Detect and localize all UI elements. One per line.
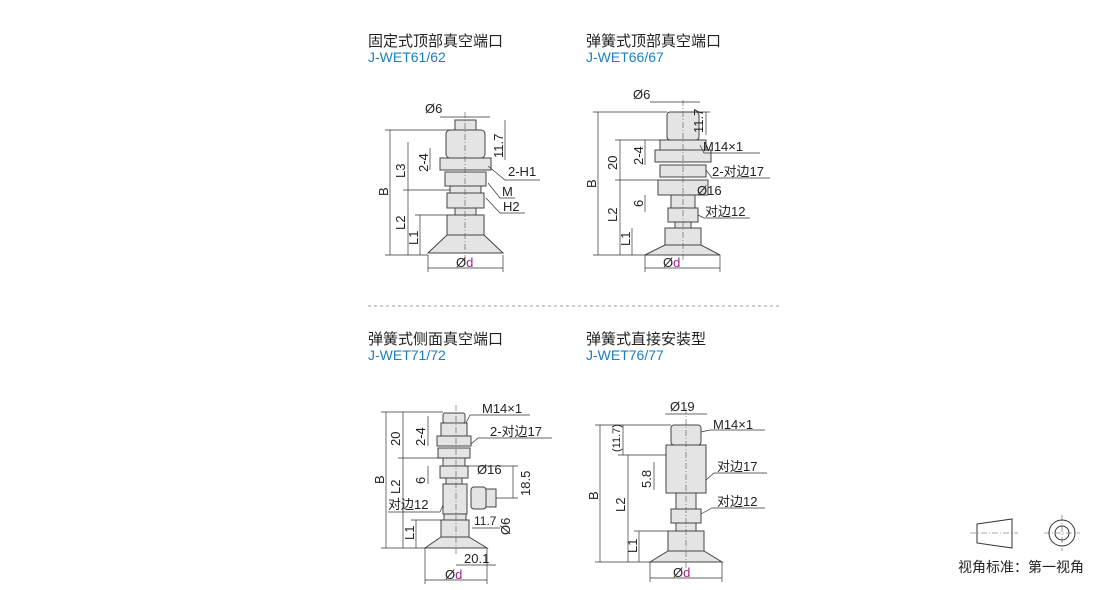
projection-standard-label: 视角标准：第一视角 bbox=[958, 559, 1084, 575]
dim-label: Ø16 bbox=[697, 183, 722, 198]
diameter-d-label: Ød bbox=[445, 567, 462, 582]
suction-cup-drawing bbox=[593, 100, 770, 272]
dim-label: 6 bbox=[413, 477, 428, 484]
diagram-title: 弹簧式侧面真空端口 bbox=[368, 330, 503, 348]
dim-label: 对边17 bbox=[717, 459, 757, 474]
suction-cup-drawing bbox=[595, 408, 767, 582]
dim-label: L2 bbox=[605, 208, 620, 222]
diagram-j-wet71: 弹簧式侧面真空端口 J-WET71/72 bbox=[368, 330, 552, 584]
diameter-d-label: Ød bbox=[663, 255, 680, 270]
diagram-j-wet76: 弹簧式直接安装型 J-WET76/77 bbox=[586, 331, 767, 582]
dim-label: L2 bbox=[388, 480, 403, 494]
dim-label: 2-对边17 bbox=[712, 164, 764, 179]
dim-label: Ø19 bbox=[670, 399, 695, 414]
dim-label: L3 bbox=[393, 164, 408, 178]
dim-label: Ø6 bbox=[498, 518, 513, 535]
diameter-d-label: Ød bbox=[456, 255, 473, 270]
dim-label: 6 bbox=[631, 200, 646, 207]
dim-label: (11.7) bbox=[611, 424, 623, 452]
dim-label: Ø6 bbox=[633, 87, 650, 102]
dim-label: M14×1 bbox=[703, 139, 743, 154]
dim-label: 对边12 bbox=[717, 494, 757, 509]
diagram-title: 弹簧式顶部真空端口 bbox=[586, 32, 721, 50]
diagram-code: J-WET76/77 bbox=[586, 347, 664, 363]
diagram-code: J-WET66/67 bbox=[586, 49, 664, 65]
dim-label: 20.1 bbox=[464, 551, 489, 566]
diagram-j-wet66: 弹簧式顶部真空端口 J-WET66/67 bbox=[584, 32, 770, 272]
dim-label: M bbox=[502, 184, 513, 199]
dim-label: M14×1 bbox=[482, 401, 522, 416]
dim-label: B bbox=[586, 491, 601, 500]
dim-label: Ø16 bbox=[477, 462, 502, 477]
dim-label: L1 bbox=[402, 526, 417, 540]
dim-label: 11.7 bbox=[491, 134, 506, 158]
diagram-code: J-WET61/62 bbox=[368, 49, 446, 65]
first-angle-projection-icon bbox=[970, 515, 1080, 551]
dim-label: 2-对边17 bbox=[490, 424, 542, 439]
dim-label: 2-4 bbox=[631, 146, 646, 165]
dim-label: 2-H1 bbox=[508, 164, 536, 179]
dim-label: Ø6 bbox=[425, 101, 442, 116]
suction-cup-drawing bbox=[381, 405, 552, 584]
dim-label: 20 bbox=[605, 156, 620, 170]
dim-label: H2 bbox=[503, 199, 520, 214]
dim-label: L1 bbox=[625, 539, 640, 553]
dim-label: 11.7 bbox=[474, 514, 497, 528]
dim-label: B bbox=[584, 179, 599, 188]
suction-cup-drawing bbox=[385, 112, 540, 272]
diagram-title: 固定式顶部真空端口 bbox=[368, 32, 503, 50]
dim-label: L2 bbox=[393, 216, 408, 230]
diameter-d-label: Ød bbox=[673, 565, 690, 580]
dim-label: B bbox=[372, 475, 387, 484]
dim-label: L2 bbox=[613, 498, 628, 512]
dim-label: 对边12 bbox=[388, 497, 428, 512]
dim-label: L1 bbox=[618, 232, 633, 246]
projection-legend: 视角标准：第一视角 bbox=[958, 515, 1084, 575]
dim-label: 2-4 bbox=[416, 153, 431, 172]
dim-label: 2-4 bbox=[413, 427, 428, 446]
diagram-j-wet61: 固定式顶部真空端口 J-WET61/62 bbox=[368, 32, 540, 272]
dim-label: 20 bbox=[388, 432, 403, 446]
diagram-code: J-WET71/72 bbox=[368, 347, 446, 363]
dim-label: 对边12 bbox=[705, 204, 745, 219]
dim-label: 18.5 bbox=[518, 471, 533, 496]
dim-label: 5.8 bbox=[639, 470, 654, 488]
dim-label: L1 bbox=[406, 231, 421, 245]
dim-label: B bbox=[376, 187, 391, 196]
dim-label: M14×1 bbox=[713, 417, 753, 432]
dim-label: 11.7 bbox=[691, 109, 706, 133]
diagram-title: 弹簧式直接安装型 bbox=[586, 331, 706, 348]
